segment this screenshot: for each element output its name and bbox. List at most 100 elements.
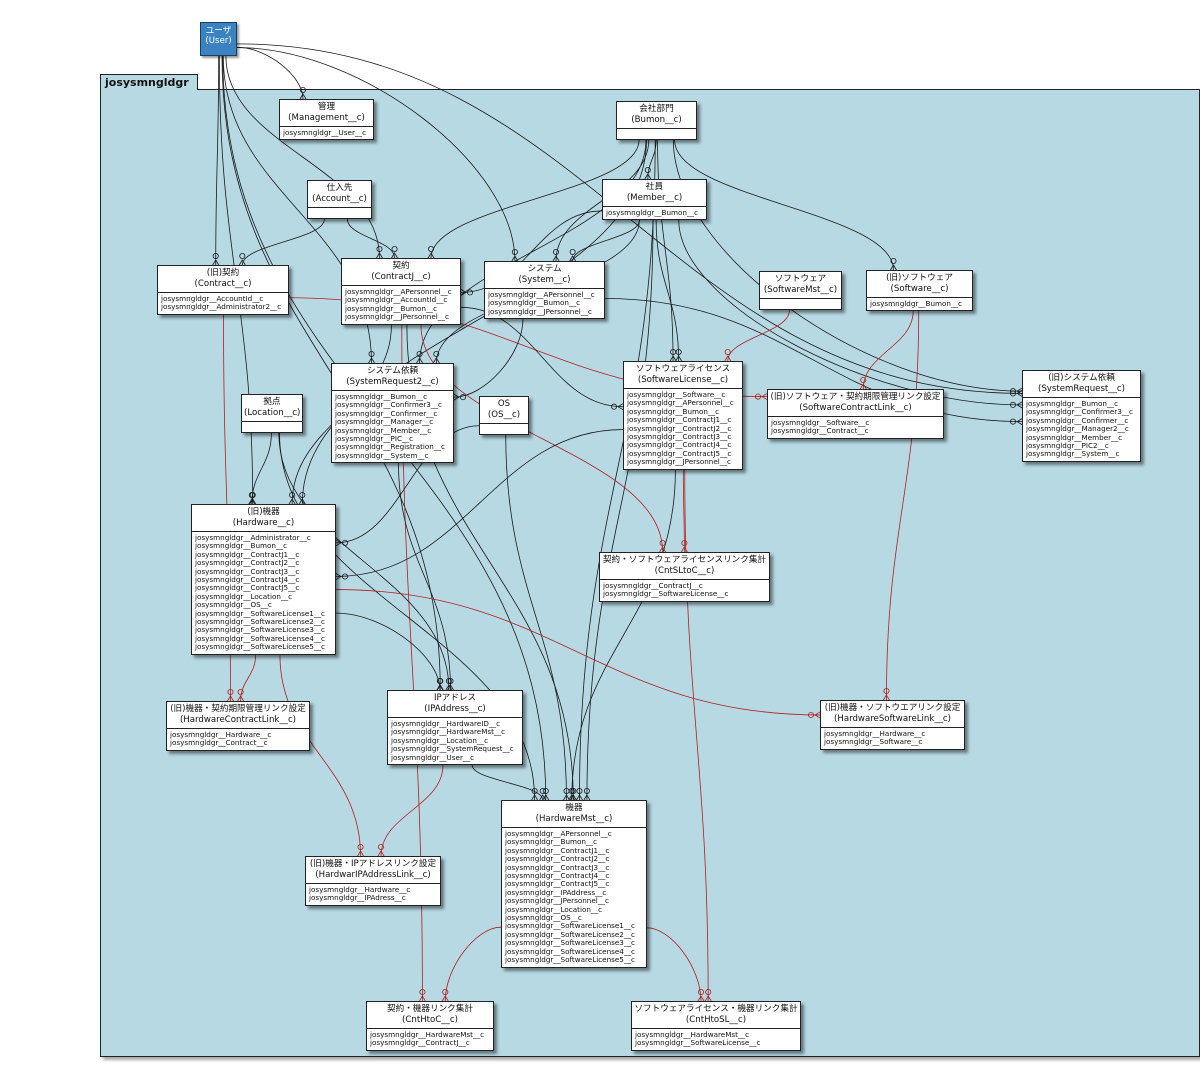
entity-api-name: (SoftwareMst__c) xyxy=(763,285,838,295)
entity-field: josysmngldgr__ContractJ2__c xyxy=(627,423,732,433)
entity-api-name: (System__c) xyxy=(518,275,571,285)
relationship-member-hardwaremst xyxy=(586,219,654,801)
entity-software[interactable]: (旧)ソフトウェア(Software__c)josysmngldgr__Bumo… xyxy=(866,270,973,312)
crow-foot-marker xyxy=(368,357,375,364)
entity-field-list xyxy=(760,298,841,309)
optional-marker xyxy=(698,989,705,996)
entity-contract[interactable]: (旧)契約(Contract__c)josysmngldgr__AccountI… xyxy=(157,265,289,315)
entity-hardwarecontractlink[interactable]: (旧)機器・契約期限管理リンク設定(HardwareContractLink__… xyxy=(166,701,310,751)
entity-softwarecontractlink[interactable]: (旧)ソフトウェア・契約期限管理リンク設定(SoftwareContractLi… xyxy=(767,389,944,439)
entity-cnthtosl[interactable]: ソフトウェアライセンス・機器リンク集計(CntHtoSL__c)josysmng… xyxy=(631,1001,801,1051)
entity-member[interactable]: 社員(Member__c)josysmngldgr__Bumon__c xyxy=(602,179,707,221)
entity-field: josysmngldgr__ContractJ3__c xyxy=(627,432,732,442)
entity-title: ソフトウェアライセンス xyxy=(635,364,731,374)
crow-foot-marker xyxy=(391,252,398,259)
crow-foot-marker xyxy=(552,255,560,262)
optional-marker xyxy=(511,248,518,255)
entity-title: OS xyxy=(497,399,511,409)
entity-field: josysmngldgr__APersonnel__c xyxy=(627,398,734,408)
crow-foot-marker xyxy=(288,498,296,505)
entity-field: josysmngldgr__HardwareMst__c xyxy=(370,1030,485,1039)
entity-title: (旧)ソフトウェア xyxy=(886,273,953,283)
entity-location[interactable]: 拠点(Location__c) xyxy=(241,394,303,433)
entity-field: josysmngldgr__ContractJ1__c xyxy=(195,549,300,559)
optional-marker xyxy=(1010,401,1017,408)
entity-api-name: (Contract__c) xyxy=(194,279,252,289)
entity-header: 契約(ContractJ__c) xyxy=(342,259,460,285)
entity-field: josysmngldgr__Contract__c xyxy=(771,426,869,436)
entity-header: 社員(Member__c) xyxy=(603,180,706,206)
entity-system[interactable]: システム(System__c)josysmngldgr__APersonnel_… xyxy=(484,261,605,320)
optional-marker xyxy=(368,350,375,357)
entity-hardware[interactable]: (旧)機器(Hardware__c)josysmngldgr__Administ… xyxy=(191,504,336,655)
entity-field: josysmngldgr__Location__c xyxy=(505,904,603,914)
crow-foot-marker xyxy=(761,393,768,400)
relationship-softwarelicense-hardwaremst xyxy=(571,469,676,801)
optional-marker xyxy=(552,248,559,255)
relationship-member-softwarelicense xyxy=(655,219,680,362)
entity-account[interactable]: 仕入先(Account__c) xyxy=(307,180,372,219)
entity-hardwareiplink[interactable]: (旧)機器・IPアドレスリンク設定(HardwarIPAddressLink__… xyxy=(305,856,441,906)
entity-bumon[interactable]: 会社部門(Bumon__c) xyxy=(616,101,697,140)
entity-contractj[interactable]: 契約(ContractJ__c) josysmngldgr__APersonnel… xyxy=(341,258,461,325)
entity-field: josysmngldgr__SoftwareLicense__c xyxy=(603,589,729,599)
optional-marker xyxy=(569,248,576,255)
relationship-system-systemrequest2 xyxy=(453,318,524,398)
entity-systemrequest[interactable]: (旧)システム依頼(SystemRequest__c)josysmngldgr_… xyxy=(1022,370,1141,462)
entity-field-list xyxy=(480,423,528,434)
entity-management[interactable]: 管理(Management__c)josysmngldgr__User__c xyxy=(279,99,374,141)
entity-field: josysmngldgr__User__c xyxy=(391,752,475,762)
entity-field-list: josysmngldgr__Bumon__c xyxy=(867,297,972,310)
optional-marker xyxy=(724,348,731,355)
user-title: ユーザ xyxy=(205,26,232,36)
entity-field: josysmngldgr__ContractJ5__c xyxy=(627,448,732,458)
entity-field: josysmngldgr__JPersonnel__c xyxy=(345,312,449,322)
entity-header: 管理(Management__c) xyxy=(280,100,373,126)
entity-field-list xyxy=(242,421,302,432)
crow-foot-marker xyxy=(248,498,256,505)
entity-softwaremst[interactable]: ソフトウェア(SoftwareMst__c) xyxy=(759,271,842,310)
entity-field: josysmngldgr__SoftwareLicense3__c xyxy=(505,938,636,948)
entity-title: (旧)機器・IPアドレスリンク設定 xyxy=(309,859,437,869)
relationship-hardware-ipaddress xyxy=(335,612,441,691)
entity-field: josysmngldgr__Hardware__c xyxy=(170,730,272,739)
entity-softwarelicense[interactable]: ソフトウェアライセンス(SoftwareLicense__c)josysmngl… xyxy=(623,361,743,470)
optional-marker xyxy=(341,573,348,580)
entity-api-name: (OS__c) xyxy=(487,410,521,420)
crow-foot-marker xyxy=(576,794,583,801)
relationship-softwarelicense-cnthtosl xyxy=(684,469,709,1002)
crow-foot-marker xyxy=(445,684,453,691)
entity-hardwaremst[interactable]: 機器(HardwareMst__c)josysmngldgr__APersonn… xyxy=(501,800,647,968)
optional-marker xyxy=(755,393,762,400)
entity-field: josysmngldgr__ContractJ3__c xyxy=(195,566,300,576)
crow-foot-marker xyxy=(542,794,550,801)
optional-marker xyxy=(705,989,712,996)
entity-ipaddress[interactable]: IPアドレス(IPAddress__c)josysmngldgr__Hardwa… xyxy=(387,690,523,766)
crow-foot-marker xyxy=(890,264,897,271)
crow-foot-marker xyxy=(436,684,444,691)
entity-hardwaresoftwarelink[interactable]: (旧)機器・ソフトウエアリンク設定(HardwareSoftwareLink__… xyxy=(820,700,965,750)
entity-field: josysmngldgr__APersonnel__c xyxy=(345,287,452,296)
optional-marker xyxy=(531,788,538,795)
entity-title: システム依頼 xyxy=(366,366,419,376)
entity-field: josysmngldgr__Software__c xyxy=(627,390,726,399)
entity-field: josysmngldgr__ContractJ__c xyxy=(603,581,703,590)
entity-os[interactable]: OS(OS__c) xyxy=(479,396,529,435)
optional-marker xyxy=(670,348,677,355)
relationship-ipaddress-hardwaremst xyxy=(471,764,544,801)
entity-api-name: (IPAddress__c) xyxy=(424,704,486,714)
entity-field: josysmngldgr__Bumon__c xyxy=(335,392,428,401)
entity-cntslto[interactable]: 契約・ソフトウェアライセンスリンク集計(CntSLtoC__c)josysmng… xyxy=(599,552,770,602)
user-actor[interactable]: ユーザ (User) xyxy=(200,22,237,56)
entity-title: ソフトウェアライセンス・機器リンク集計 xyxy=(634,1004,798,1014)
entity-systemrequest2[interactable]: システム依頼(SystemRequest2__c)josysmngldgr__B… xyxy=(331,363,454,464)
entity-field: josysmngldgr__Administrator__c xyxy=(195,533,311,542)
entity-cnthtoc[interactable]: 契約・機器リンク集計(CntHtoC__c)josysmngldgr__Hard… xyxy=(366,1001,494,1051)
crow-foot-marker xyxy=(299,93,307,100)
entity-title: 仕入先 xyxy=(326,183,353,193)
entity-field: josysmngldgr__SoftwareLicense5__c xyxy=(505,955,636,965)
package-name: josysmngldgr xyxy=(100,74,198,90)
relationship-hardwaremst-cnthtoc xyxy=(444,926,502,1002)
